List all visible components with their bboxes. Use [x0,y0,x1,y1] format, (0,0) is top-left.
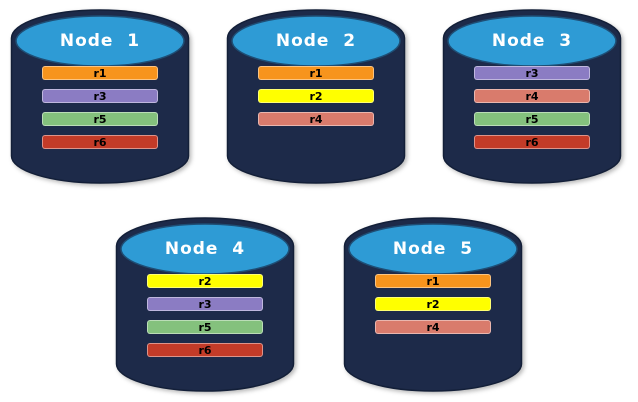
replica-bar-r2: r2 [147,274,263,288]
replica-bar-r5: r5 [42,112,158,126]
replica-bar-r4: r4 [474,89,590,103]
node-title: Node 5 [392,239,474,259]
replica-bar-r6: r6 [474,135,590,149]
replica-bars: r2 r3 r5 r6 [147,274,263,357]
replica-bar-r1: r1 [42,66,158,80]
node-title: Node 1 [59,31,141,51]
replica-bar-r2: r2 [375,297,491,311]
node-title: Node 3 [491,31,573,51]
replica-bars: r1 r2 r4 [258,66,374,126]
node-title: Node 2 [275,31,357,51]
replica-bars: r3 r4 r5 r6 [474,66,590,149]
replica-bar-r5: r5 [147,320,263,334]
replica-bar-r4: r4 [258,112,374,126]
replica-bars: r1 r2 r4 [375,274,491,334]
replica-bar-r3: r3 [474,66,590,80]
database-node-5: Node 5 r1 r2 r4 [343,216,523,394]
node-title: Node 4 [164,239,246,259]
replica-bar-r2: r2 [258,89,374,103]
node-row-bottom: Node 4 r2 r3 r5 r6 Node 5 r1 r2 r4 [0,216,638,394]
replica-bars: r1 r3 r5 r6 [42,66,158,149]
replica-bar-r3: r3 [42,89,158,103]
replica-bar-r5: r5 [474,112,590,126]
replica-bar-r1: r1 [258,66,374,80]
database-node-4: Node 4 r2 r3 r5 r6 [115,216,295,394]
database-node-2: Node 2 r1 r2 r4 [226,8,406,186]
replica-bar-r6: r6 [147,343,263,357]
database-node-3: Node 3 r3 r4 r5 r6 [442,8,622,186]
replica-bar-r4: r4 [375,320,491,334]
replica-bar-r6: r6 [42,135,158,149]
replica-bar-r1: r1 [375,274,491,288]
database-node-1: Node 1 r1 r3 r5 r6 [10,8,190,186]
replica-bar-r3: r3 [147,297,263,311]
